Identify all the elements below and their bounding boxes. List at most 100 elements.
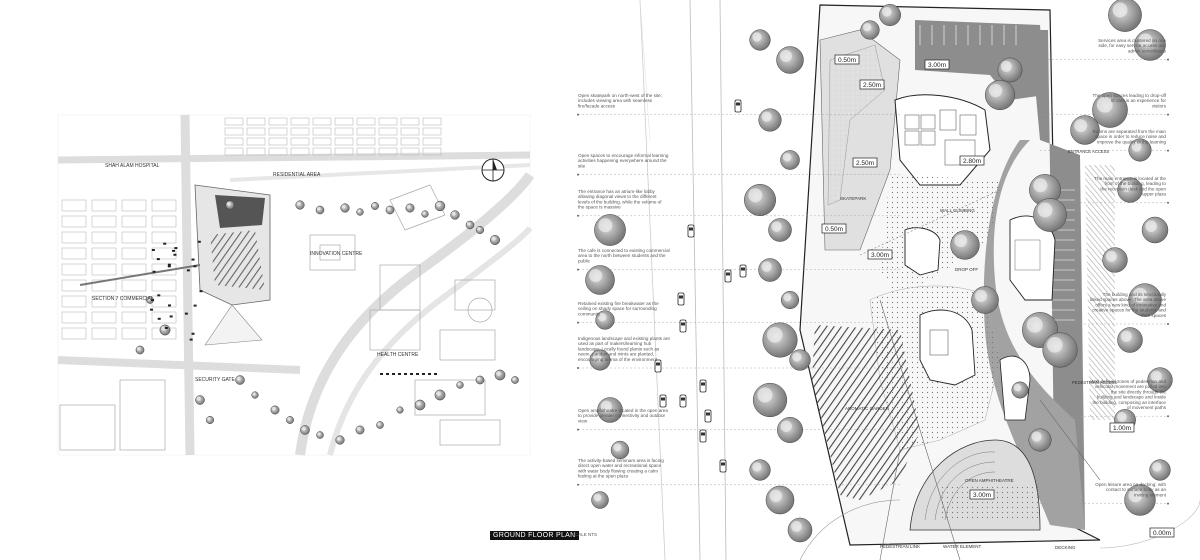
tree-icon <box>295 200 305 210</box>
tree-icon <box>421 210 429 218</box>
svg-text:to provide greater connectivit: to provide greater connectivity and outd… <box>578 413 666 418</box>
tree-icon <box>396 406 404 414</box>
tree-icon <box>1134 29 1166 61</box>
zone-aromatic-garden: AROMATIC GARDEN <box>845 406 889 411</box>
tree-icon <box>335 435 345 445</box>
tree-icon <box>340 203 350 213</box>
svg-text:ceiling on shady space for sur: ceiling on shady space for surrounding <box>578 306 657 311</box>
tree-icon <box>752 382 788 418</box>
tree-icon <box>1128 283 1162 317</box>
tree-icon <box>758 258 782 282</box>
car-icon <box>699 379 707 393</box>
annotation-left: Indigenous landscape and existing plants… <box>577 336 670 369</box>
tree-icon <box>1042 332 1078 368</box>
svg-text:direct open water and recreati: direct open water and recreational space <box>578 463 661 468</box>
tree-icon <box>405 203 415 213</box>
svg-text:landscape. Locally found plant: landscape. Locally found plants such as <box>578 346 660 351</box>
svg-text:0.50m: 0.50m <box>825 226 843 233</box>
zone-decking: DECKING <box>1055 545 1076 550</box>
tree-icon <box>744 184 776 216</box>
tree-icon <box>594 214 626 246</box>
tree-icon <box>1128 138 1152 162</box>
annotation-right: The main entrance is located at thefront… <box>1094 176 1169 204</box>
svg-text:public: public <box>578 258 591 263</box>
car-icon <box>734 99 742 113</box>
car-icon <box>724 269 732 283</box>
ground-floor-plan: 0.50m2.50m3.00m2.50m0.50m3.00m1.00m3.00m… <box>577 0 1200 560</box>
tree-icon <box>585 265 615 295</box>
svg-text:Retained existing fire breakwa: Retained existing fire breakwater as the <box>578 301 659 306</box>
label-health: HEALTH CENTRE <box>377 352 419 358</box>
tree-icon <box>984 79 1016 111</box>
svg-text:Open skatepark on north-west o: Open skatepark on north-west of the site… <box>578 93 662 98</box>
annotation-left: The entrance has an atrium-like lobbyall… <box>577 189 662 217</box>
annotation-left: Open amphitheatre located in the open ar… <box>577 408 668 431</box>
svg-text:2.50m: 2.50m <box>863 82 881 89</box>
tree-icon <box>777 417 803 443</box>
svg-text:Open leisure area on decking;: Open leisure area on decking; with <box>1095 482 1166 487</box>
car-icon <box>739 264 747 278</box>
svg-text:used as part of makers/learnin: used as part of makers/learning hub <box>578 341 652 346</box>
svg-text:levels of the building, while: levels of the building, while the volume… <box>578 199 662 204</box>
car-icon <box>704 409 712 423</box>
tree-icon <box>765 485 795 515</box>
car-icon <box>654 359 662 373</box>
tree-icon <box>589 349 611 371</box>
tree-icon <box>315 205 325 215</box>
tree-icon <box>251 391 259 399</box>
tree-icon <box>749 29 771 51</box>
svg-text:building and landscape and ins: building and landscape and inside <box>1097 395 1167 400</box>
svg-text:3.00m: 3.00m <box>928 62 946 69</box>
car-icon <box>699 429 707 443</box>
tree-icon <box>591 491 609 509</box>
tree-icon <box>414 399 426 411</box>
svg-text:Open spaces to encourage infor: Open spaces to encourage informal learni… <box>578 153 669 158</box>
tree-icon <box>1117 327 1143 353</box>
tree-icon <box>385 205 395 215</box>
zone-pedestrian-access: PEDESTRIAN ACCESS <box>1072 380 1117 385</box>
svg-text:The entrance has an atrium-lik: The entrance has an atrium-like lobby <box>578 189 656 194</box>
svg-text:admin surveillance: admin surveillance <box>1128 48 1166 53</box>
tree-icon <box>879 4 901 26</box>
tree-icon <box>1070 115 1100 145</box>
svg-text:upper plaza: upper plaza <box>1142 192 1166 197</box>
tree-icon <box>768 218 792 242</box>
tree-icon <box>1102 247 1128 273</box>
svg-text:fire/facade access: fire/facade access <box>578 103 616 108</box>
tree-icon <box>494 369 506 381</box>
tree-icon <box>1029 174 1061 206</box>
annotation-left: Open skatepark on north-west of the site… <box>577 93 662 116</box>
tree-icon <box>1141 216 1169 244</box>
svg-text:0.50m: 0.50m <box>838 57 856 64</box>
svg-text:Services area is clustered on: Services area is clustered on one <box>1098 38 1166 43</box>
zone-water-element: WATER ELEMENT <box>943 544 982 549</box>
label-security: SECURITY GATE <box>195 377 235 383</box>
svg-text:improve the quality of the lea: improve the quality of the learning <box>1097 139 1166 144</box>
svg-text:2.80m: 2.80m <box>963 158 981 165</box>
svg-text:of movement paths: of movement paths <box>1127 405 1167 410</box>
zone-amphitheatre: OPEN AMPHITHEATRE <box>965 478 1014 483</box>
level-tag: 2.50m <box>859 79 885 90</box>
svg-text:site: site <box>578 163 586 168</box>
svg-text:the site directly through the: the site directly through the <box>1111 389 1167 394</box>
label-commercial: SECTION 7 COMMERCIAL <box>92 296 154 302</box>
tree-icon <box>434 389 446 401</box>
svg-text:visitors: visitors <box>1152 103 1167 108</box>
zone-entrance-access: ENTRANCE ACCESS <box>1068 149 1109 154</box>
tree-icon <box>1117 177 1143 203</box>
svg-text:1.00m: 1.00m <box>1113 425 1131 432</box>
svg-text:area to the north between stud: area to the north between students and t… <box>578 253 666 258</box>
tree-icon <box>195 395 205 405</box>
tree-icon <box>997 57 1023 83</box>
tree-icon <box>971 286 999 314</box>
svg-text:space in order to reduce noise: space in order to reduce noise and <box>1095 134 1166 139</box>
level-tag: 0.50m <box>821 223 847 234</box>
plan-title: GROUND FLOOR PLAN <box>490 531 579 540</box>
annotation-right: Well-defined zones of pedestrian andvehi… <box>1090 379 1169 418</box>
svg-text:community: community <box>578 311 601 316</box>
tree-icon <box>434 200 446 212</box>
svg-text:The cafe is connected to exist: The cafe is connected to existing commer… <box>578 248 670 253</box>
label-innovation: INNOVATION CENTRE <box>310 251 363 257</box>
